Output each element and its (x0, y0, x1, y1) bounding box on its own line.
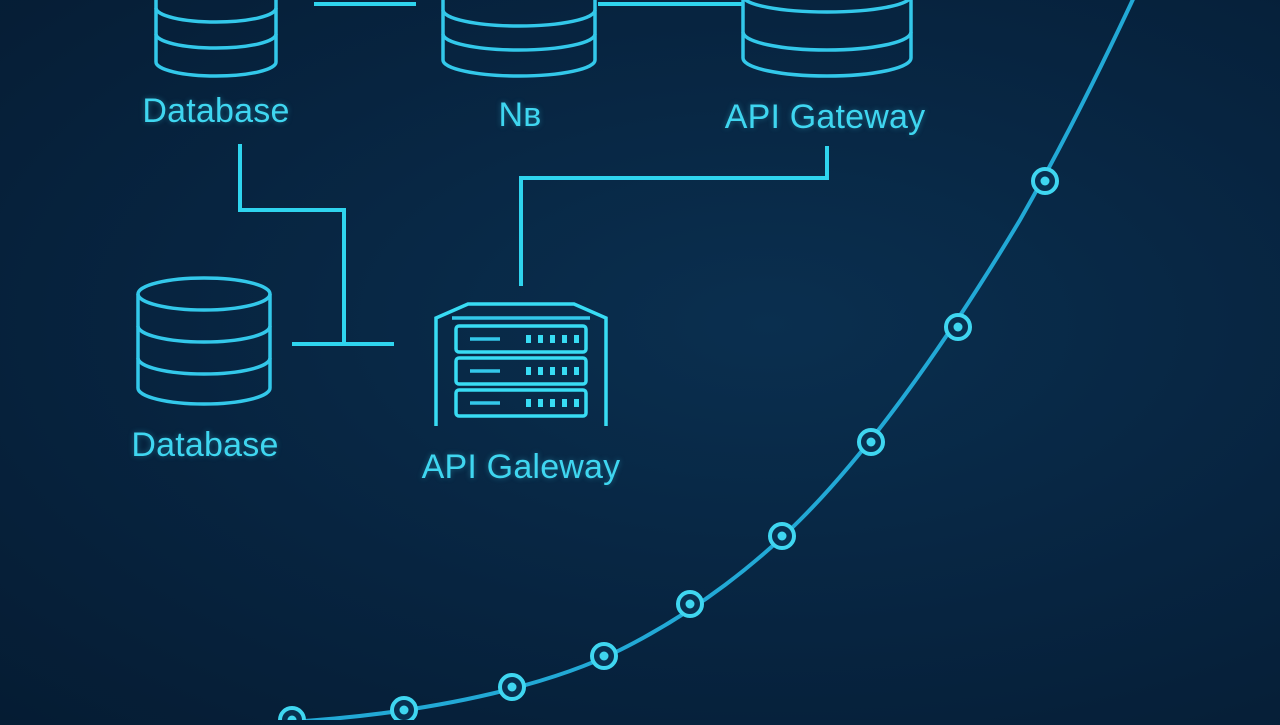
timeline-node-icon (278, 706, 306, 725)
timeline-node-icon (857, 428, 885, 456)
server-rack-icon (434, 302, 608, 426)
timeline-node-icon (676, 590, 704, 618)
timeline-markers (278, 167, 1059, 725)
database-icon (441, 0, 597, 78)
timeline-node-icon (498, 673, 526, 701)
node-label-gateway-bottom: API Galeway (421, 448, 621, 486)
timeline-node-icon (590, 642, 618, 670)
timeline-node-icon (944, 313, 972, 341)
database-icon (741, 0, 913, 78)
database-icon (154, 0, 278, 78)
timeline-curve (289, 0, 1135, 724)
timeline-node-icon (390, 696, 418, 724)
database-icon (136, 276, 272, 406)
connectors (238, 2, 829, 346)
node-label-gateway-top: API Gateway (724, 98, 926, 136)
timeline-node-icon (1031, 167, 1059, 195)
node-label-center-top: Nв (498, 96, 542, 134)
connector-db-top-to-gateway-bottom (238, 144, 394, 346)
node-label-db-bottom: Database (131, 426, 279, 464)
connector-gateway-top-to-gateway-bottom (519, 146, 829, 286)
node-label-db-top: Database (142, 92, 290, 130)
timeline-node-icon (768, 522, 796, 550)
